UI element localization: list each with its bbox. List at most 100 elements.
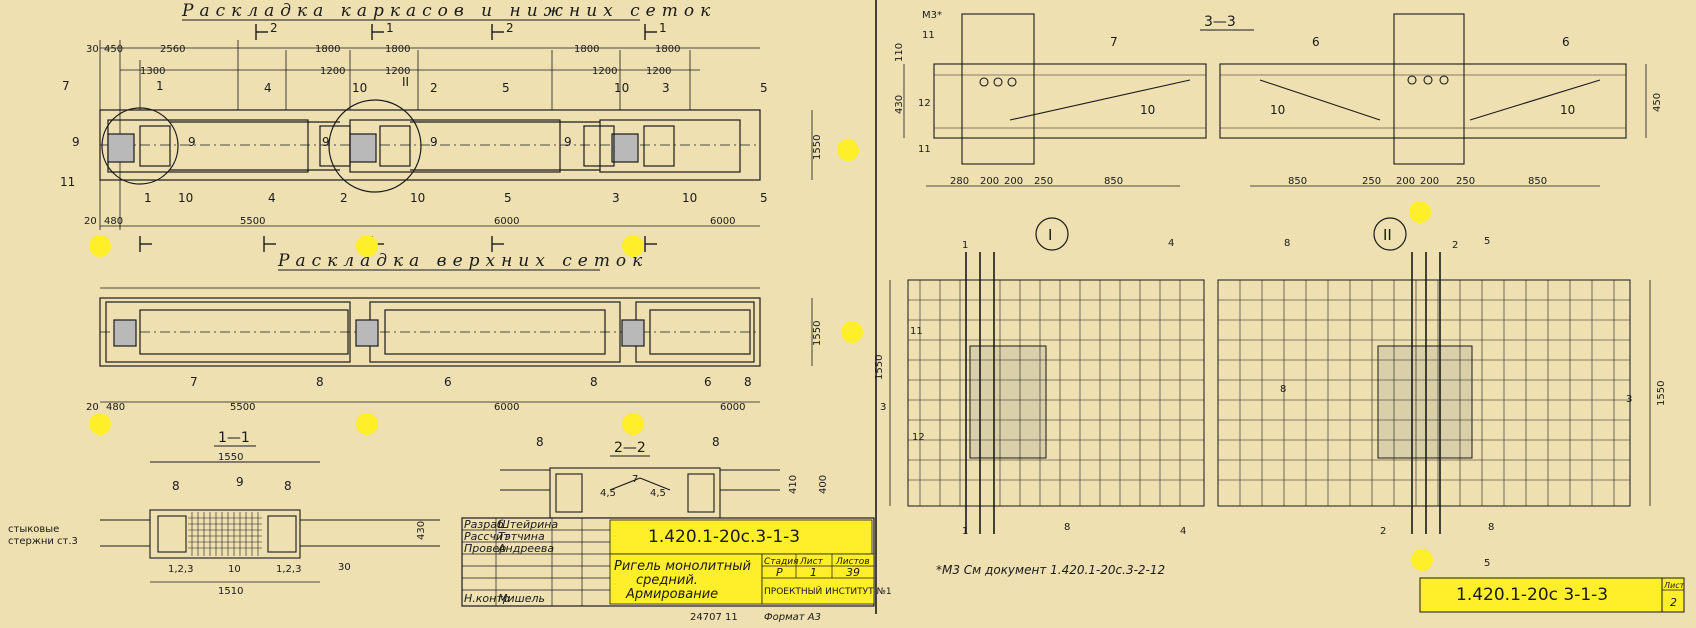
dim-1200-b: 1200 bbox=[385, 66, 410, 77]
stamp-sheet-value: 2 bbox=[1670, 596, 1677, 609]
r-dim-850-b: 850 bbox=[1288, 176, 1307, 187]
tb-stage-value: Р bbox=[776, 566, 783, 579]
axis-bubble bbox=[1409, 201, 1431, 223]
tb-institute: ПРОЕКТНЫЙ ИНСТИТУТ №1 bbox=[764, 585, 892, 597]
tb-desc-1: Ригель монолитный bbox=[614, 559, 751, 574]
tb-role-1: Разраб bbox=[464, 518, 504, 531]
mark-10-top: 10 bbox=[352, 81, 367, 95]
mark-10b-bottom: 10 bbox=[410, 191, 425, 205]
node-label-I: I bbox=[1048, 226, 1052, 244]
cut-mark-2-top: 2 bbox=[270, 21, 278, 35]
r-dim-200-d: 200 bbox=[1420, 176, 1439, 187]
cut-mark-2b-top: 2 bbox=[506, 21, 514, 35]
tb-desc-3: Армирование bbox=[625, 587, 718, 602]
sec11-mark-10: 10 bbox=[228, 564, 241, 575]
r-dim-250-b: 250 bbox=[1362, 176, 1381, 187]
dim-5500: 5500 bbox=[240, 216, 265, 227]
sec22-mark-45-a: 4,5 bbox=[600, 488, 616, 499]
mark-5b-top: 5 bbox=[760, 81, 768, 95]
dim-6000-b: 6000 bbox=[710, 216, 735, 227]
sec11-mark-9: 9 bbox=[236, 475, 244, 489]
mark-3-bottom: 3 bbox=[612, 191, 620, 205]
tb-name-3: Андреева bbox=[497, 542, 554, 555]
sec22-dim-410: 410 bbox=[788, 475, 799, 494]
sec22-mark-8-a: 8 bbox=[536, 435, 544, 449]
r-mark-5-a: 5 bbox=[1484, 236, 1490, 247]
sec11-mark-8-a: 8 bbox=[172, 479, 180, 493]
sec11-dim-1550: 1550 bbox=[218, 452, 243, 463]
mark-9-b: 9 bbox=[322, 135, 330, 149]
dim-20-mid: 20 bbox=[86, 402, 99, 413]
section-label-3-3: 3—3 bbox=[1204, 14, 1236, 30]
tb-sheets-value: 39 bbox=[846, 566, 860, 579]
r-dim-450: 450 bbox=[1652, 93, 1663, 112]
r-dim-1550-b: 1550 bbox=[1656, 381, 1667, 406]
r-mark-8-a: 8 bbox=[1064, 522, 1070, 533]
mark-2-bottom: 2 bbox=[340, 191, 348, 205]
r-mark-2-b: 2 bbox=[1452, 240, 1458, 251]
node-callout-I bbox=[1035, 217, 1069, 251]
cut-mark-1-top: 1 bbox=[386, 21, 394, 35]
title-block: Разраб Штейрина Рассчит Тэтчина Провер А… bbox=[461, 517, 892, 607]
dim-1300: 1300 bbox=[140, 66, 165, 77]
r-mark-10-a: 10 bbox=[1140, 103, 1155, 117]
node-label-II: II bbox=[1383, 226, 1392, 244]
tb-stage-label: Стадия bbox=[764, 557, 799, 567]
r-dim-850-a: 850 bbox=[1104, 176, 1123, 187]
r-mark-5-b: 5 bbox=[1484, 558, 1490, 569]
mark-3-top: 3 bbox=[662, 81, 670, 95]
mesh-mark-7: 7 bbox=[190, 375, 198, 389]
mark-10c-bottom: 10 bbox=[682, 191, 697, 205]
mark-9-left: 9 bbox=[72, 135, 80, 149]
r-mark-3-b: 3 bbox=[1626, 394, 1632, 405]
dim-1200-a: 1200 bbox=[320, 66, 345, 77]
dim-480-mid: 480 bbox=[106, 402, 125, 413]
r-mark-10-c: 10 bbox=[1560, 103, 1575, 117]
dim-6000-b-mid: 6000 bbox=[720, 402, 745, 413]
dim-1200-d: 1200 bbox=[646, 66, 671, 77]
r-dim-200-a: 200 bbox=[980, 176, 999, 187]
mesh-mark-8-c: 8 bbox=[744, 375, 752, 389]
axis-bubble bbox=[841, 321, 863, 343]
axis-bubble bbox=[89, 235, 111, 257]
r-dim-200-b: 200 bbox=[1004, 176, 1023, 187]
node-callout-II bbox=[1373, 217, 1407, 251]
dim-480: 480 bbox=[104, 216, 123, 227]
mark-M3: М3* bbox=[922, 10, 942, 21]
dim-1800-c: 1800 bbox=[574, 44, 599, 55]
dim-6000-a: 6000 bbox=[494, 216, 519, 227]
r-dim-200-c: 200 bbox=[1396, 176, 1415, 187]
tb-role-4: Н.контр bbox=[464, 592, 510, 605]
r-dim-250-c: 250 bbox=[1456, 176, 1475, 187]
dim-30: 30 bbox=[86, 44, 99, 55]
tb-name-2: Тэтчина bbox=[498, 530, 545, 543]
section-label-1-1: 1—1 bbox=[218, 430, 250, 446]
sec22-mark-7: 7 bbox=[632, 474, 638, 485]
mark-9-c: 9 bbox=[430, 135, 438, 149]
mark-II-top: II bbox=[402, 75, 409, 89]
sec22-mark-8-b: 8 bbox=[712, 435, 720, 449]
dim-6000-a-mid: 6000 bbox=[494, 402, 519, 413]
dim-1550-mid: 1550 bbox=[812, 321, 823, 346]
mesh-grid bbox=[188, 512, 262, 556]
r-dim-280: 280 bbox=[950, 176, 969, 187]
dim-1550-top: 1550 bbox=[812, 135, 823, 160]
r-mark-8-c: 8 bbox=[1488, 522, 1494, 533]
tb-name-1: Штейрина bbox=[498, 518, 558, 531]
r-mark-11-b: 11 bbox=[918, 144, 931, 155]
sec11-mark-123-b: 1,2,3 bbox=[276, 564, 301, 575]
tb-role-2: Рассчит bbox=[464, 530, 510, 543]
stamp-code: 1.420.1-20с 3-1-3 bbox=[1456, 585, 1608, 605]
tb-sheets-label: Листов bbox=[835, 557, 870, 567]
tb-sheet-label: Лист bbox=[799, 557, 824, 567]
mesh-mark-8-a: 8 bbox=[316, 375, 324, 389]
section-label-2-2: 2—2 bbox=[614, 440, 646, 456]
mark-11: 11 bbox=[60, 175, 75, 189]
right-stamp: 1.420.1-20с 3-1-3 Лист 2 bbox=[1419, 577, 1685, 613]
mesh-mark-8-b: 8 bbox=[590, 375, 598, 389]
axis-bubble bbox=[356, 413, 378, 435]
dim-1800-b: 1800 bbox=[385, 44, 410, 55]
footnote: *М3 См документ 1.420.1-20с.3-2-12 bbox=[936, 563, 1165, 577]
r-mark-10-b: 10 bbox=[1270, 103, 1285, 117]
